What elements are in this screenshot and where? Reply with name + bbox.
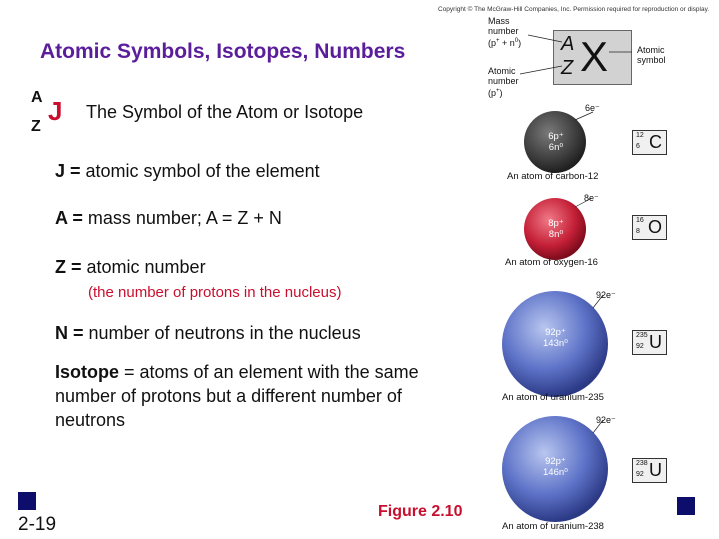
definition-isotope: Isotope = atoms of an element with the s…: [55, 360, 475, 432]
uranium-238-atom-shape: [502, 416, 608, 522]
definition-z-note: (the number of protons in the nucleus): [88, 284, 342, 301]
symbol-mass-letter: A: [31, 89, 43, 106]
notation-a: A: [561, 33, 575, 55]
nav-square-right[interactable]: [677, 497, 695, 515]
definition-j-key: J =: [55, 161, 81, 181]
definition-isotope-text: = atoms of an element with the same numb…: [55, 362, 419, 430]
symbol-element-letter: J: [48, 96, 63, 126]
definition-a-key: A =: [55, 208, 83, 228]
atomic-number-label: Atomic number (p+): [488, 66, 519, 98]
carbon-electrons: 6e⁻: [585, 103, 600, 113]
definition-n-key: N =: [55, 323, 84, 343]
definition-a: A = mass number; A = Z + N: [55, 208, 282, 229]
uranium-235-caption: An atom of uranium-235: [502, 392, 604, 403]
uranium-235-atom-shape: [502, 291, 608, 397]
mass-number-label: Mass number (p+ + n0): [488, 16, 522, 48]
notation-z: Z: [561, 57, 574, 79]
oxygen-electrons: 8e⁻: [584, 193, 599, 203]
symbol-number-letter: Z: [31, 118, 41, 135]
uranium-238-caption: An atom of uranium-238: [502, 521, 604, 532]
nav-square-left[interactable]: [18, 492, 36, 510]
atom-illustrations: [502, 111, 608, 522]
oxygen-atom-shape: [524, 198, 586, 260]
definition-z-text: atomic number: [81, 257, 206, 277]
copyright-notice: Copyright © The McGraw-Hill Companies, I…: [438, 6, 710, 13]
definition-n-text: number of neutrons in the nucleus: [83, 323, 361, 343]
oxygen-nucleus: 8p⁺8n⁰: [548, 218, 564, 240]
definition-z: Z = atomic number: [55, 257, 206, 278]
definition-n: N = number of neutrons in the nucleus: [55, 323, 361, 344]
atomic-symbol-label: Atomic symbol: [637, 45, 666, 65]
slide-title: Atomic Symbols, Isotopes, Numbers: [40, 40, 406, 63]
notation-connectors: [519, 34, 632, 75]
definition-a-text: mass number; A = Z + N: [82, 208, 282, 228]
definition-j: J = atomic symbol of the element: [55, 161, 320, 182]
notation-box: A Z X: [553, 30, 632, 85]
symbol-description: The Symbol of the Atom or Isotope: [86, 102, 364, 122]
carbon-atom-shape: [524, 111, 586, 173]
definition-isotope-key: Isotope: [55, 362, 120, 382]
uranium-235-nucleus: 92p⁺143n⁰: [543, 327, 568, 349]
figure-label: Figure 2.10: [378, 503, 463, 520]
uranium-238-electrons: 92e⁻: [596, 415, 616, 425]
uranium-235-electrons: 92e⁻: [596, 290, 616, 300]
carbon-nucleus: 6p⁺6n⁰: [548, 131, 564, 153]
definition-z-key: Z =: [55, 257, 82, 277]
slide-number: 2-19: [18, 514, 57, 535]
uranium-238-nucleus: 92p⁺146n⁰: [543, 456, 568, 478]
notation-x: X: [580, 33, 609, 80]
carbon-caption: An atom of carbon-12: [507, 171, 599, 182]
oxygen-caption: An atom of oxygen-16: [505, 257, 598, 268]
definition-j-text: atomic symbol of the element: [80, 161, 320, 181]
